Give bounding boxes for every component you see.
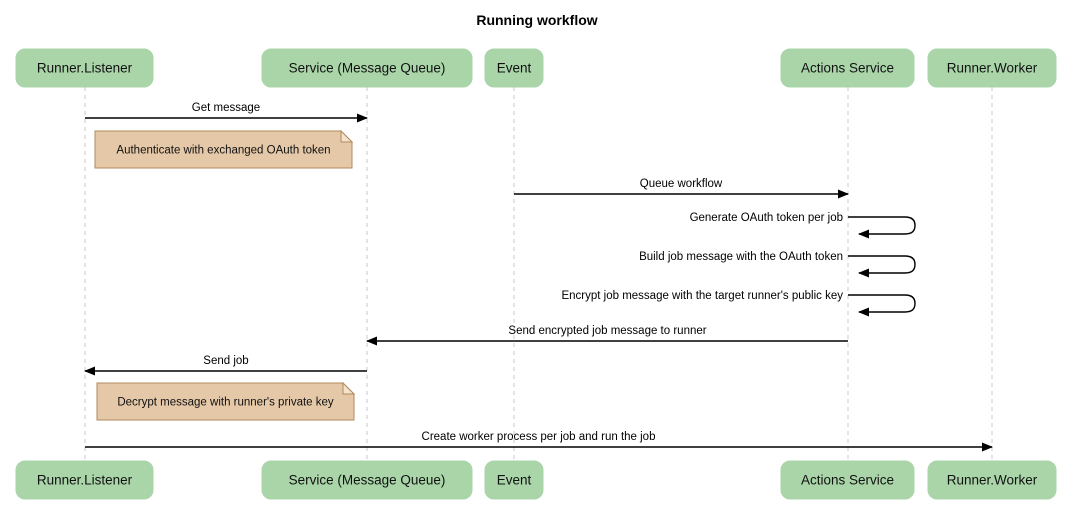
participant-label-event-top: Event bbox=[497, 61, 532, 76]
participant-worker-bottom[interactable]: Runner.Worker bbox=[927, 460, 1057, 500]
participant-listener-top[interactable]: Runner.Listener bbox=[15, 48, 154, 88]
message-m8[interactable]: Create worker process per job and run th… bbox=[85, 431, 993, 452]
participant-box-actions-bottom[interactable] bbox=[780, 460, 915, 500]
message-label-m7: Send job bbox=[203, 355, 248, 367]
participant-box-event-bottom[interactable] bbox=[484, 460, 544, 500]
participant-box-event-top[interactable] bbox=[484, 48, 544, 88]
note-body-n1 bbox=[94, 130, 353, 169]
participant-actions-bottom[interactable]: Actions Service bbox=[780, 460, 915, 500]
participant-actions-top[interactable]: Actions Service bbox=[780, 48, 915, 88]
note-n1[interactable]: Authenticate with exchanged OAuth token bbox=[94, 129, 354, 169]
note-body-n2 bbox=[96, 382, 355, 421]
message-label-m8: Create worker process per job and run th… bbox=[422, 431, 656, 443]
participant-box-listener-top[interactable] bbox=[15, 48, 154, 88]
message-label-m2: Queue workflow bbox=[640, 178, 723, 190]
message-label-m3: Generate OAuth token per job bbox=[690, 212, 843, 224]
diagram-title: Running workflow bbox=[476, 12, 597, 28]
notes-layer: Authenticate with exchanged OAuth tokenD… bbox=[94, 129, 356, 421]
message-label-m6: Send encrypted job message to runner bbox=[508, 325, 706, 337]
participant-box-worker-top[interactable] bbox=[927, 48, 1057, 88]
participant-box-actions-top[interactable] bbox=[780, 48, 915, 88]
participant-label-listener-bottom: Runner.Listener bbox=[37, 473, 133, 488]
actors-bottom-layer: Runner.Listener Service (Message Queue) Ev… bbox=[15, 460, 1057, 500]
participant-label-actions-bottom: Actions Service bbox=[801, 473, 894, 488]
participant-queue-top[interactable]: Service (Message Queue) bbox=[261, 48, 473, 88]
message-m1[interactable]: Get message bbox=[85, 102, 368, 123]
participant-event-bottom[interactable]: Event bbox=[484, 460, 544, 500]
participant-box-worker-bottom[interactable] bbox=[927, 460, 1057, 500]
participant-queue-bottom[interactable]: Service (Message Queue) bbox=[261, 460, 473, 500]
participant-label-event-bottom: Event bbox=[497, 473, 532, 488]
message-m5[interactable]: Encrypt job message with the target runn… bbox=[561, 290, 916, 317]
participant-label-queue-top: Service (Message Queue) bbox=[289, 61, 446, 76]
message-m6[interactable]: Send encrypted job message to runner bbox=[366, 325, 848, 346]
message-line-m5 bbox=[848, 294, 916, 317]
participant-worker-top[interactable]: Runner.Worker bbox=[927, 48, 1057, 88]
message-m4[interactable]: Build job message with the OAuth token bbox=[639, 251, 916, 278]
note-n2[interactable]: Decrypt message with runner's private ke… bbox=[96, 381, 356, 421]
participant-event-top[interactable]: Event bbox=[484, 48, 544, 88]
participant-label-worker-bottom: Runner.Worker bbox=[947, 473, 1038, 488]
participant-label-worker-top: Runner.Worker bbox=[947, 61, 1038, 76]
message-label-m1: Get message bbox=[192, 102, 260, 114]
message-m2[interactable]: Queue workflow bbox=[514, 178, 849, 199]
note-label-n2: Decrypt message with runner's private ke… bbox=[117, 397, 334, 409]
note-fold-n2 bbox=[342, 381, 356, 395]
message-m3[interactable]: Generate OAuth token per job bbox=[690, 212, 916, 239]
actors-top-layer: Runner.Listener Service (Message Queue) Ev… bbox=[15, 48, 1057, 88]
participant-box-queue-top[interactable] bbox=[261, 48, 473, 88]
participant-label-actions-top: Actions Service bbox=[801, 61, 894, 76]
lifelines-layer bbox=[84, 87, 993, 461]
participant-box-listener-bottom[interactable] bbox=[15, 460, 154, 500]
message-line-m4 bbox=[848, 255, 916, 278]
message-label-m5: Encrypt job message with the target runn… bbox=[561, 290, 843, 302]
message-m7[interactable]: Send job bbox=[84, 355, 367, 376]
note-fold-n1 bbox=[340, 129, 354, 143]
message-label-m4: Build job message with the OAuth token bbox=[639, 251, 843, 263]
participant-listener-bottom[interactable]: Runner.Listener bbox=[15, 460, 154, 500]
message-line-m3 bbox=[848, 216, 916, 239]
participant-label-listener-top: Runner.Listener bbox=[37, 61, 133, 76]
participant-label-queue-bottom: Service (Message Queue) bbox=[289, 473, 446, 488]
note-label-n1: Authenticate with exchanged OAuth token bbox=[116, 145, 330, 157]
participant-box-queue-bottom[interactable] bbox=[261, 460, 473, 500]
